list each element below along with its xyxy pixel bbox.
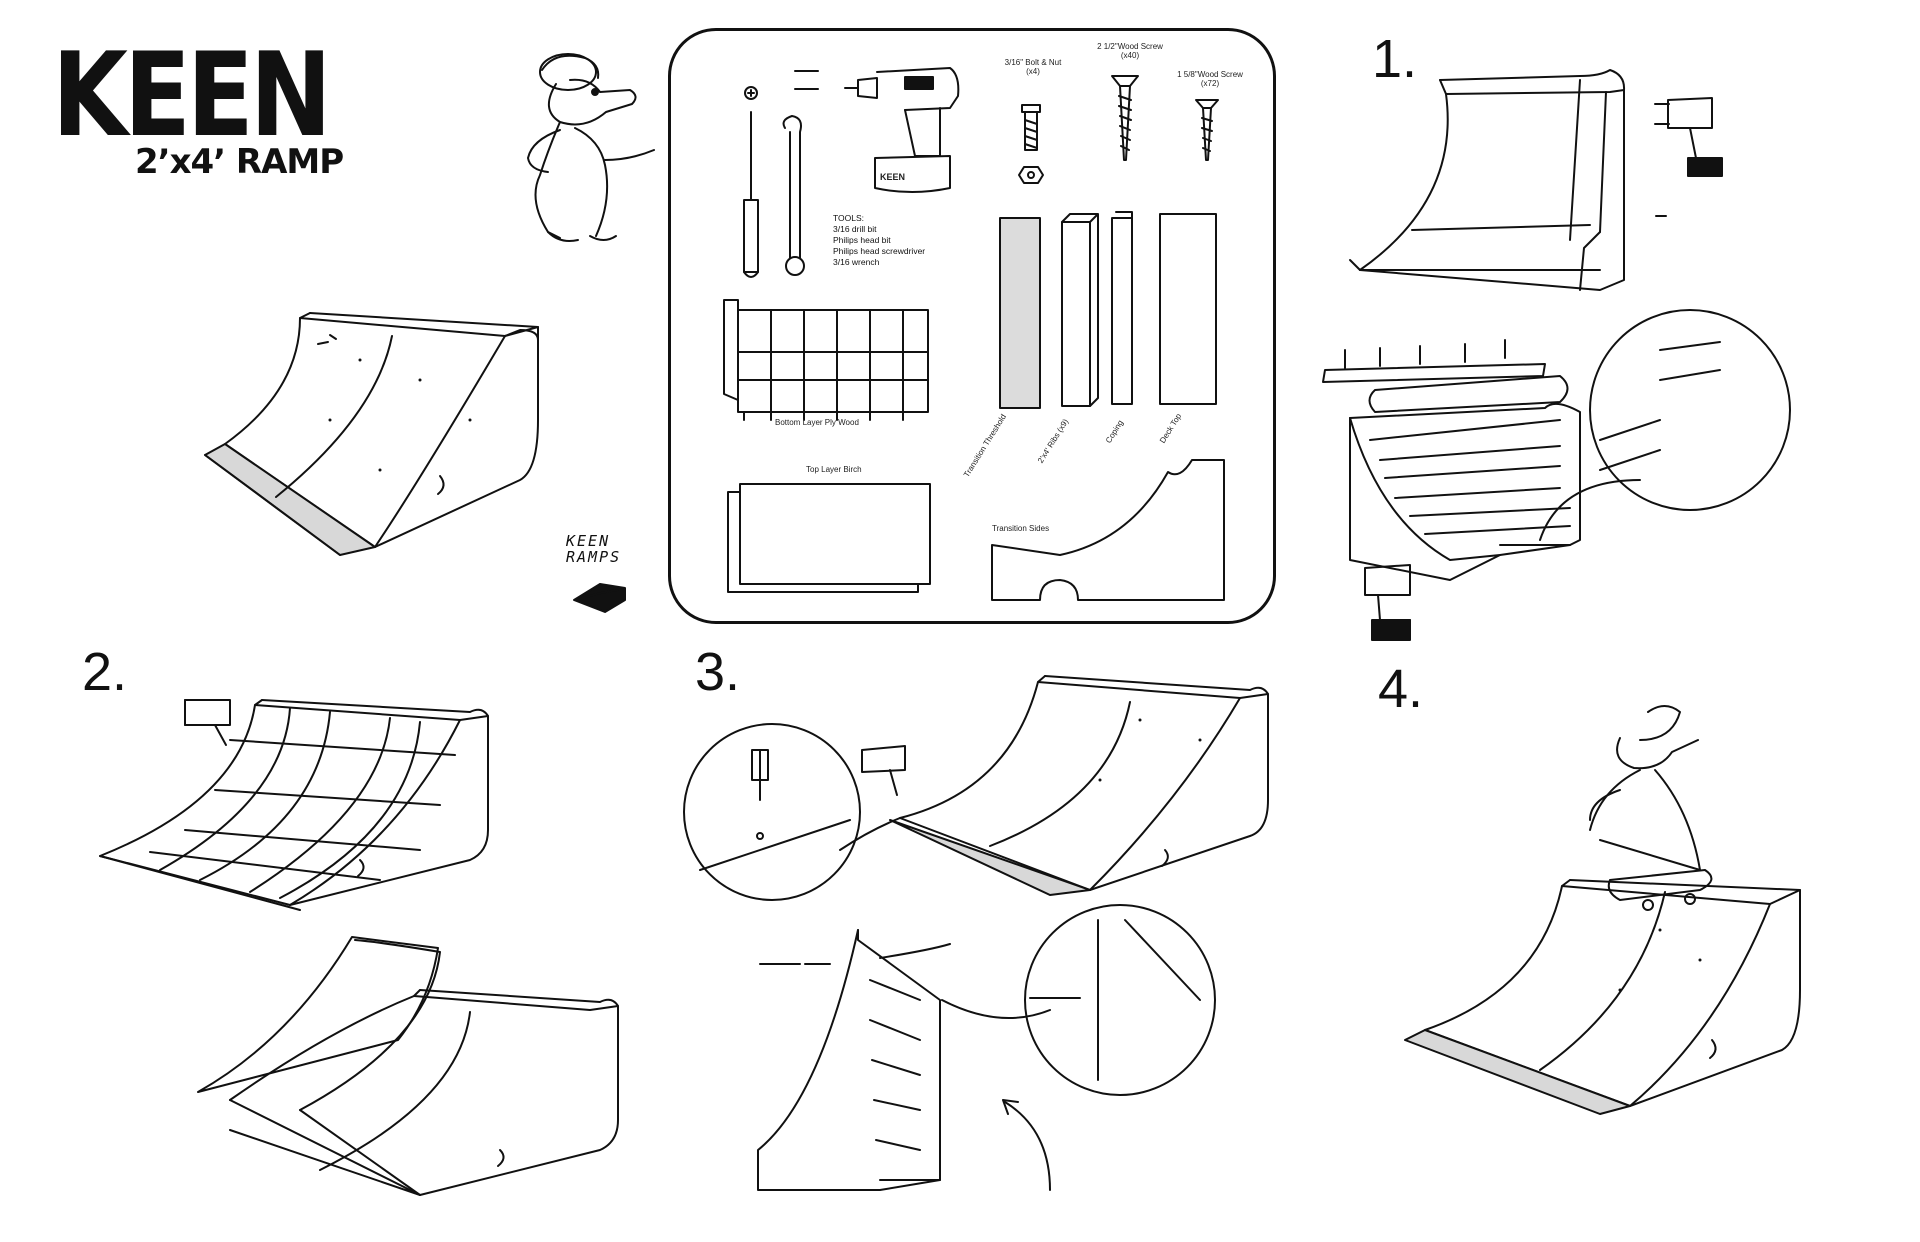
step1-exploded bbox=[1322, 309, 1791, 641]
step-number-1: 1. bbox=[1372, 29, 1418, 89]
step3-birch-top bbox=[683, 675, 1269, 901]
ramp-overview bbox=[204, 312, 539, 556]
transition-sides-label: Transition Sides bbox=[992, 524, 1050, 533]
step2-birch-sheet bbox=[197, 936, 619, 1196]
tool-item: 3/16 wrench bbox=[833, 257, 880, 267]
step-number-3: 3. bbox=[695, 642, 741, 702]
bolt-label: 3/16" Bolt & Nut(x4) bbox=[1004, 58, 1062, 76]
tools-list: TOOLS: 3/16 drill bit Philips head bit P… bbox=[833, 213, 925, 268]
tool-item: 3/16 drill bit bbox=[833, 224, 877, 234]
tools-heading: TOOLS: bbox=[833, 213, 865, 223]
step1-frame bbox=[1349, 69, 1723, 291]
keen-ramps-stamp: KEEN RAMPS bbox=[566, 532, 622, 566]
step-number-4: 4. bbox=[1378, 659, 1424, 719]
product-title: 2’x4’ RAMP bbox=[135, 142, 344, 182]
mascot-figure bbox=[527, 53, 655, 242]
tool-item: Philips head screwdriver bbox=[833, 246, 926, 256]
top-birch-label: Top Layer Birch bbox=[806, 465, 862, 474]
parts-panel bbox=[668, 28, 1276, 624]
parts-panel-art bbox=[723, 67, 1225, 601]
brand-logo: KEEN bbox=[52, 28, 332, 164]
bottom-ply-label: Bottom Layer Ply Wood bbox=[775, 418, 859, 427]
step4-finished-ramp bbox=[1404, 705, 1801, 1115]
step2-ply-grid bbox=[99, 699, 489, 911]
keen-ramps-stamp-ramp bbox=[573, 583, 626, 613]
step3-side-bolts bbox=[757, 904, 1216, 1191]
long-screw-label: 2 1/2"Wood Screw(x40) bbox=[1097, 42, 1163, 60]
step-number-2: 2. bbox=[82, 642, 128, 702]
tool-item: Philips head bit bbox=[833, 235, 891, 245]
short-screw-label: 1 5/8"Wood Screw(x72) bbox=[1177, 70, 1243, 88]
drill-brand-label: KEEN bbox=[880, 172, 906, 182]
screw-dots bbox=[328, 358, 1702, 992]
